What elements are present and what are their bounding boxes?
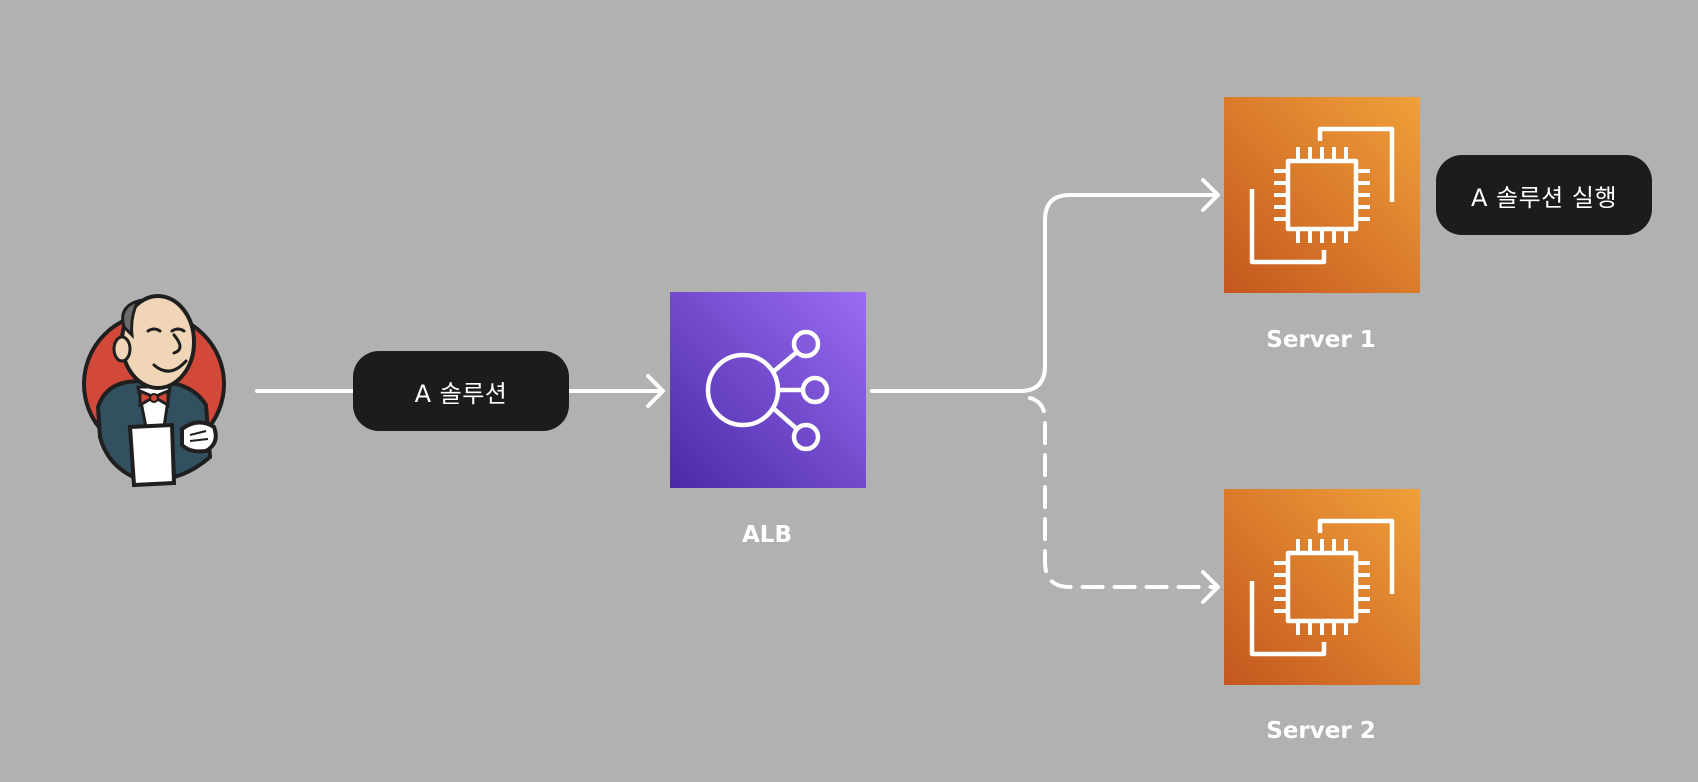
- server1-status-pill: A 솔루션 실행: [1436, 155, 1652, 235]
- payload-label-pill: A 솔루션: [353, 351, 569, 431]
- connector-alb-to-server1: [870, 193, 1218, 393]
- arrowhead-server2: [1201, 570, 1220, 604]
- alb-label: ALB: [742, 522, 792, 548]
- arrowhead-alb: [646, 374, 665, 408]
- arrowhead-server1: [1201, 178, 1220, 212]
- server1-label: Server 1: [1266, 327, 1376, 353]
- server1-node: [1224, 97, 1420, 293]
- server2-node: [1224, 489, 1420, 685]
- ec2-instance-icon: [1224, 97, 1420, 293]
- alb-node: [670, 292, 866, 488]
- ec2-instance-icon: [1224, 489, 1420, 685]
- application-load-balancer-icon: [670, 292, 866, 488]
- jenkins-butler-icon: [82, 294, 226, 488]
- connector-alb-to-server2: [1028, 396, 1218, 589]
- server2-label: Server 2: [1266, 718, 1376, 744]
